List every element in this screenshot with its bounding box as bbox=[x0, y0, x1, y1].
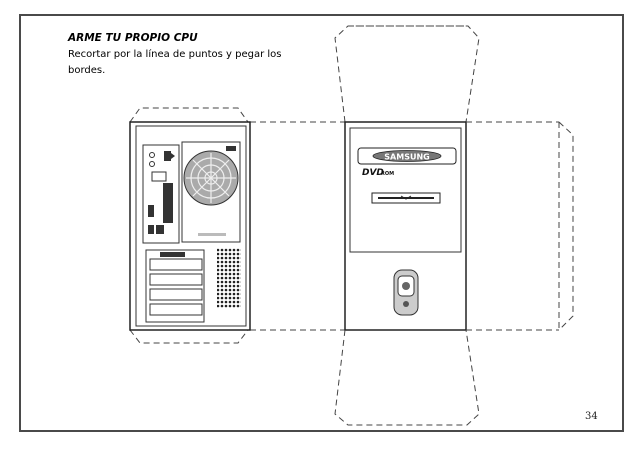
page-frame bbox=[19, 14, 624, 432]
dvd-logo: DVD bbox=[362, 168, 384, 178]
top-flap bbox=[334, 25, 480, 123]
instructions-text: Recortar por la línea de puntos y pegar … bbox=[68, 49, 282, 76]
power-icon bbox=[402, 282, 410, 290]
right-panel bbox=[466, 121, 574, 331]
bottom-flap bbox=[334, 329, 480, 426]
vent-grille bbox=[217, 248, 241, 308]
left-panel-flaps bbox=[129, 107, 345, 344]
front-panel: SAMSUNG DVD ROM bbox=[344, 121, 467, 331]
brand-label: SAMSUNG bbox=[384, 153, 429, 162]
rom-label: ROM bbox=[381, 171, 394, 177]
back-panel bbox=[129, 121, 251, 331]
page-number: 34 bbox=[585, 411, 598, 422]
page-title: ARME TU PROPIO CPU bbox=[68, 32, 198, 44]
